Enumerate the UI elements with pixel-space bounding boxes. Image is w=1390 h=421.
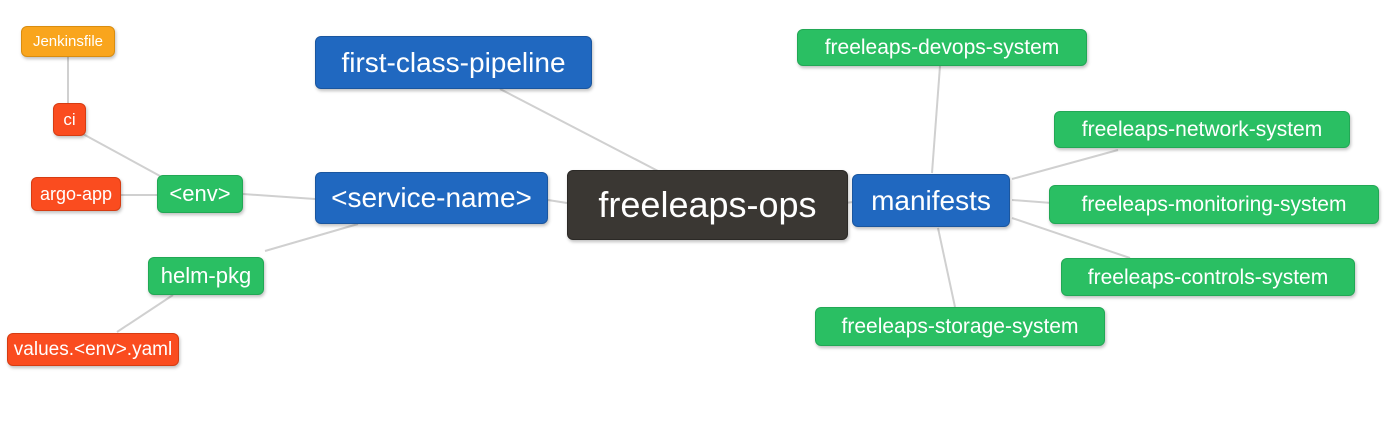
edge-first-class-pipeline-to-freeleaps-ops <box>499 88 659 172</box>
edge-manifests-to-freeleaps-storage-system <box>937 227 956 308</box>
edge-manifests-to-freeleaps-controls-system <box>1011 217 1131 259</box>
node-helm-pkg[interactable]: helm-pkg <box>148 257 264 295</box>
node-env[interactable]: <env> <box>157 175 243 213</box>
edge-env-to-service-name <box>242 193 316 200</box>
node-freeleaps-controls-system[interactable]: freeleaps-controls-system <box>1061 258 1355 296</box>
node-argo-app[interactable]: argo-app <box>31 177 121 211</box>
node-ci[interactable]: ci <box>53 103 86 136</box>
edge-ci-to-env <box>82 133 161 177</box>
node-jenkinsfile[interactable]: Jenkinsfile <box>21 26 115 57</box>
edge-values-env-yaml-to-helm-pkg <box>116 294 174 333</box>
edge-manifests-to-freeleaps-devops-system <box>931 65 941 174</box>
edge-helm-pkg-to-service-name <box>264 223 359 252</box>
node-freeleaps-storage-system[interactable]: freeleaps-storage-system <box>815 307 1105 346</box>
edge-service-name-to-freeleaps-ops <box>547 199 568 204</box>
node-values-env-yaml[interactable]: values.<env>.yaml <box>7 333 179 366</box>
edge-manifests-to-freeleaps-network-system <box>1011 149 1119 180</box>
node-freeleaps-monitoring-system[interactable]: freeleaps-monitoring-system <box>1049 185 1379 224</box>
node-service-name[interactable]: <service-name> <box>315 172 548 224</box>
node-manifests[interactable]: manifests <box>852 174 1010 227</box>
node-freeleaps-network-system[interactable]: freeleaps-network-system <box>1054 111 1350 148</box>
edge-manifests-to-freeleaps-monitoring-system <box>1011 199 1053 204</box>
node-freeleaps-devops-system[interactable]: freeleaps-devops-system <box>797 29 1087 66</box>
node-freeleaps-ops[interactable]: freeleaps-ops <box>567 170 848 240</box>
node-first-class-pipeline[interactable]: first-class-pipeline <box>315 36 592 89</box>
